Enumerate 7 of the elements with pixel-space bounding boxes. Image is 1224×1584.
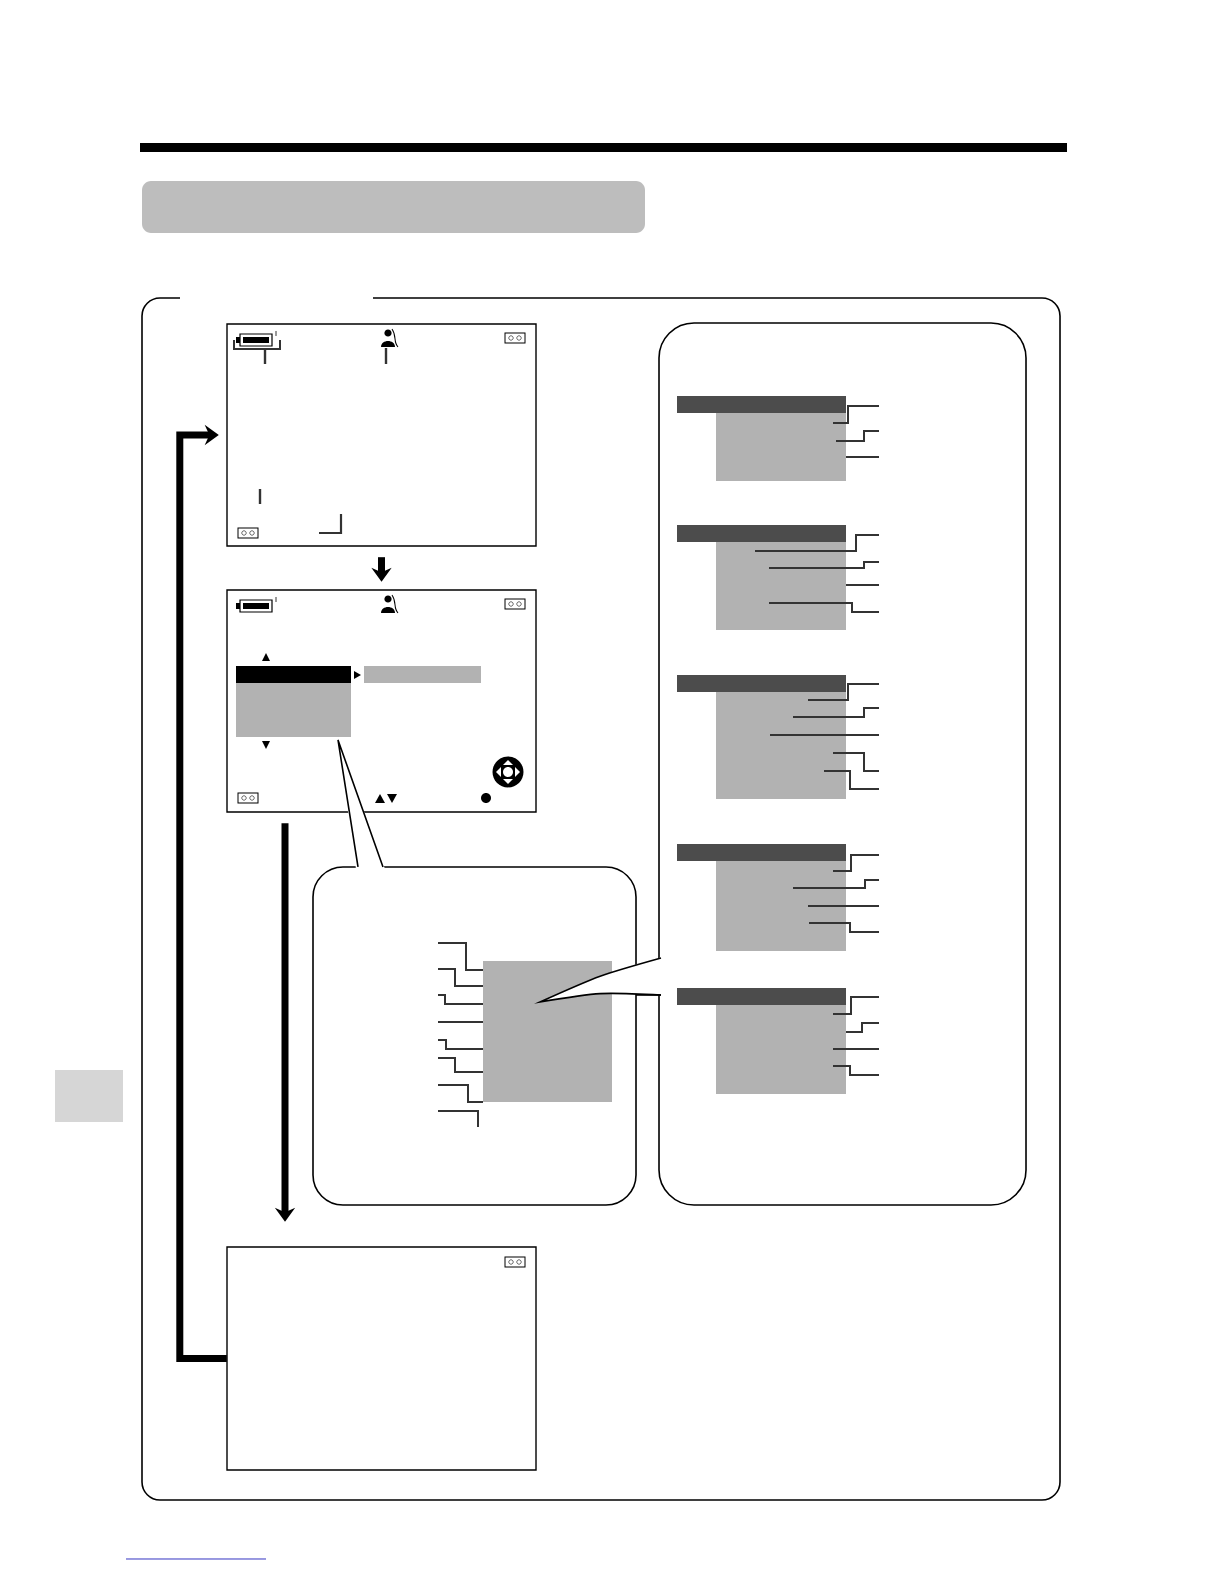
callout-bubble bbox=[312, 866, 637, 1206]
menu-panel bbox=[658, 322, 1027, 1206]
screen-frame bbox=[226, 323, 537, 547]
title-bar bbox=[142, 181, 645, 233]
panel-frame bbox=[141, 297, 1061, 1501]
screen-frame bbox=[226, 1246, 537, 1471]
screen-frame bbox=[226, 589, 537, 813]
